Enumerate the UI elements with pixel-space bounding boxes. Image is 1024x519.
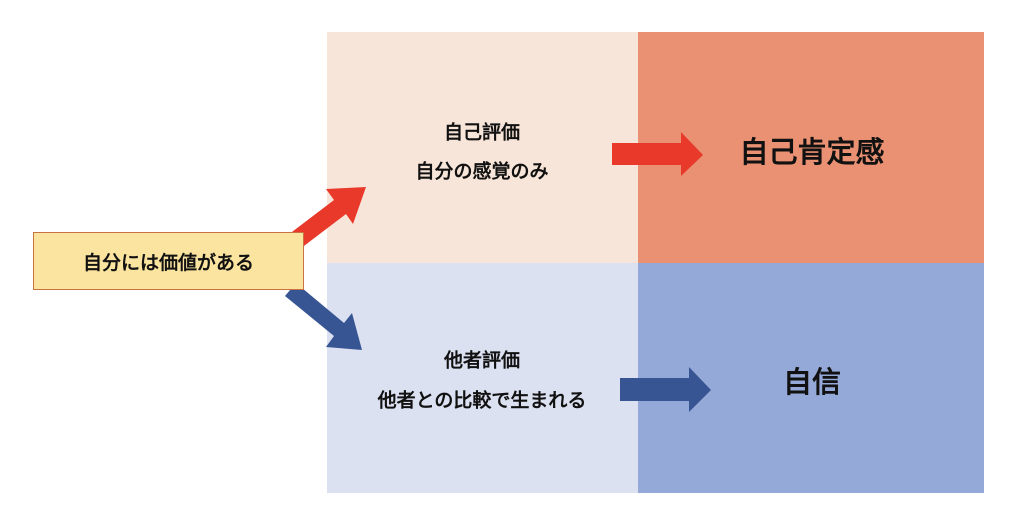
red-diagonal-arrow-icon (284, 187, 366, 252)
source-box: 自分には価値がある (33, 232, 304, 290)
self-evaluation-quadrant (327, 32, 638, 263)
confidence-label: 自信 (782, 365, 842, 399)
self-esteem-label: 自己肯定感 (739, 135, 885, 169)
source-label: 自分には価値がある (82, 251, 254, 274)
other-evaluation-title: 他者評価 (443, 349, 521, 372)
self-evaluation-title: 自己評価 (443, 121, 521, 144)
red-right-arrow-icon (612, 132, 703, 176)
other-evaluation-subtitle: 他者との比較で生まれる (377, 389, 587, 412)
other-evaluation-quadrant (327, 263, 638, 493)
blue-diagonal-arrow-icon (285, 283, 362, 350)
blue-right-arrow-icon (620, 367, 711, 412)
self-evaluation-subtitle: 自分の感覚のみ (415, 160, 549, 183)
